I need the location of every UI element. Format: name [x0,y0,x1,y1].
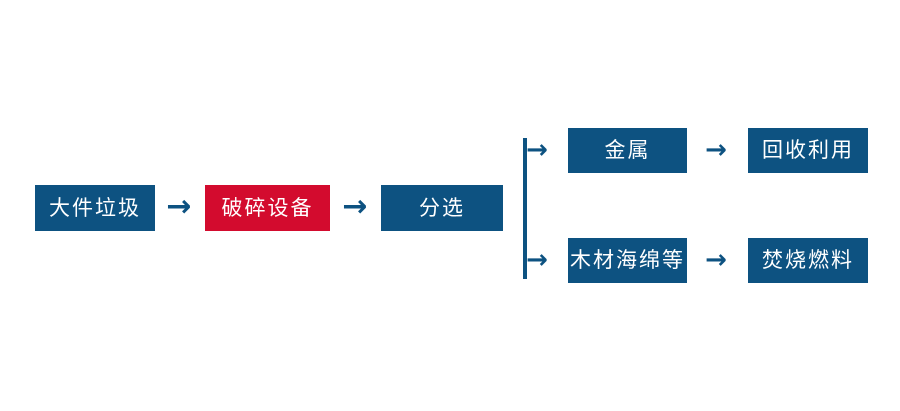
node-incineration-fuel: 焚烧燃料 [748,238,868,283]
right-arrow-icon: → [705,245,727,275]
branch-vertical-line [523,138,527,279]
node-bulky-waste: 大件垃圾 [35,185,155,231]
right-arrow-icon: → [705,135,727,165]
right-arrow-icon: → [166,189,192,224]
right-arrow-icon: → [342,189,368,224]
node-sorting: 分选 [381,185,503,231]
node-recycling: 回收利用 [748,128,868,173]
node-wood-sponge-etc: 木材海绵等 [568,238,687,283]
node-metal: 金属 [568,128,687,173]
branch-right-arrow-icon: → [526,135,548,165]
node-crushing-equipment: 破碎设备 [205,185,330,231]
branch-right-arrow-icon: → [526,245,548,275]
